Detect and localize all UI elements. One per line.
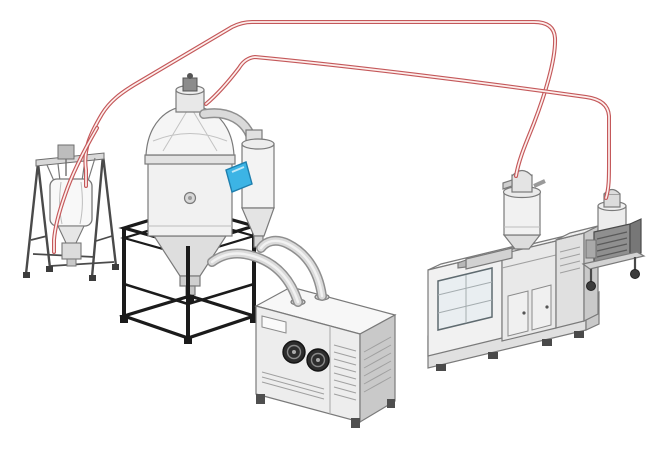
pipe-hopper-to-vacuum-pump xyxy=(204,55,611,200)
pump-base-plate xyxy=(581,251,646,270)
drying-hopper xyxy=(144,73,257,296)
dryer-control-panel xyxy=(261,315,287,334)
tie-bars xyxy=(437,275,493,323)
loader-motor-cap xyxy=(187,73,193,79)
cyclone-dust-collector xyxy=(241,129,275,248)
dryer-front-left-vents xyxy=(261,371,325,400)
slide-gate-valve xyxy=(225,161,253,193)
cabinet-vents xyxy=(559,246,581,274)
pump-wheel-1 xyxy=(586,281,596,291)
stand-mid-brace xyxy=(123,282,255,306)
dryer-feet xyxy=(256,394,395,428)
flexible-air-hoses xyxy=(207,235,327,307)
pipe-bag-station-to-receiver xyxy=(83,20,558,188)
valve-handle xyxy=(225,161,253,193)
vacuum-conveying-pipework xyxy=(52,20,611,254)
barrel-nozzle xyxy=(457,259,467,269)
dryer-gauge-1 xyxy=(282,340,306,364)
return-air-hose xyxy=(256,235,327,301)
receiver-inlet-fitting xyxy=(502,179,513,190)
hopper-stand-front xyxy=(118,246,260,344)
station-feet xyxy=(23,264,119,281)
cyclone-top xyxy=(241,138,275,150)
door-handle-1 xyxy=(522,311,526,315)
loader-motor xyxy=(182,77,198,92)
dryer-gauge-2 xyxy=(306,348,330,372)
pump-legs xyxy=(589,257,637,283)
pipe-station-drop-line xyxy=(52,126,99,254)
hoist-trolley xyxy=(57,144,75,160)
pump-body-side xyxy=(629,218,642,259)
valve-highlight xyxy=(231,166,245,173)
pump-motor xyxy=(585,239,597,259)
pump-fins xyxy=(596,231,628,258)
dome-segments xyxy=(152,105,228,152)
bag-loops xyxy=(46,157,96,182)
bag-discharge-outlet xyxy=(66,258,77,267)
vacuum-pump-station xyxy=(581,188,646,291)
injection-panel-seam xyxy=(501,254,557,269)
hopper-flange xyxy=(144,154,236,165)
cabinet-door-2 xyxy=(531,284,552,331)
hopper-loader-receiver xyxy=(502,169,546,250)
door-handle-2 xyxy=(545,305,549,309)
cabinet-door-1 xyxy=(507,290,529,337)
receiver-side-fitting xyxy=(533,179,546,188)
bag-discharge-box xyxy=(61,242,82,260)
receiver-body xyxy=(503,191,541,236)
pump-wheel-2 xyxy=(630,269,640,279)
bag-creases xyxy=(59,181,83,225)
cyclone-cone xyxy=(241,207,275,237)
dryer-side-vents xyxy=(363,336,392,393)
dryer-front-right-vents xyxy=(333,344,357,401)
machine-feet xyxy=(436,331,584,371)
safety-guard-window xyxy=(437,267,493,331)
sight-glass-center xyxy=(188,196,192,200)
supply-air-hose xyxy=(207,248,303,307)
stand-feet xyxy=(120,295,258,344)
station-frame xyxy=(24,154,118,278)
